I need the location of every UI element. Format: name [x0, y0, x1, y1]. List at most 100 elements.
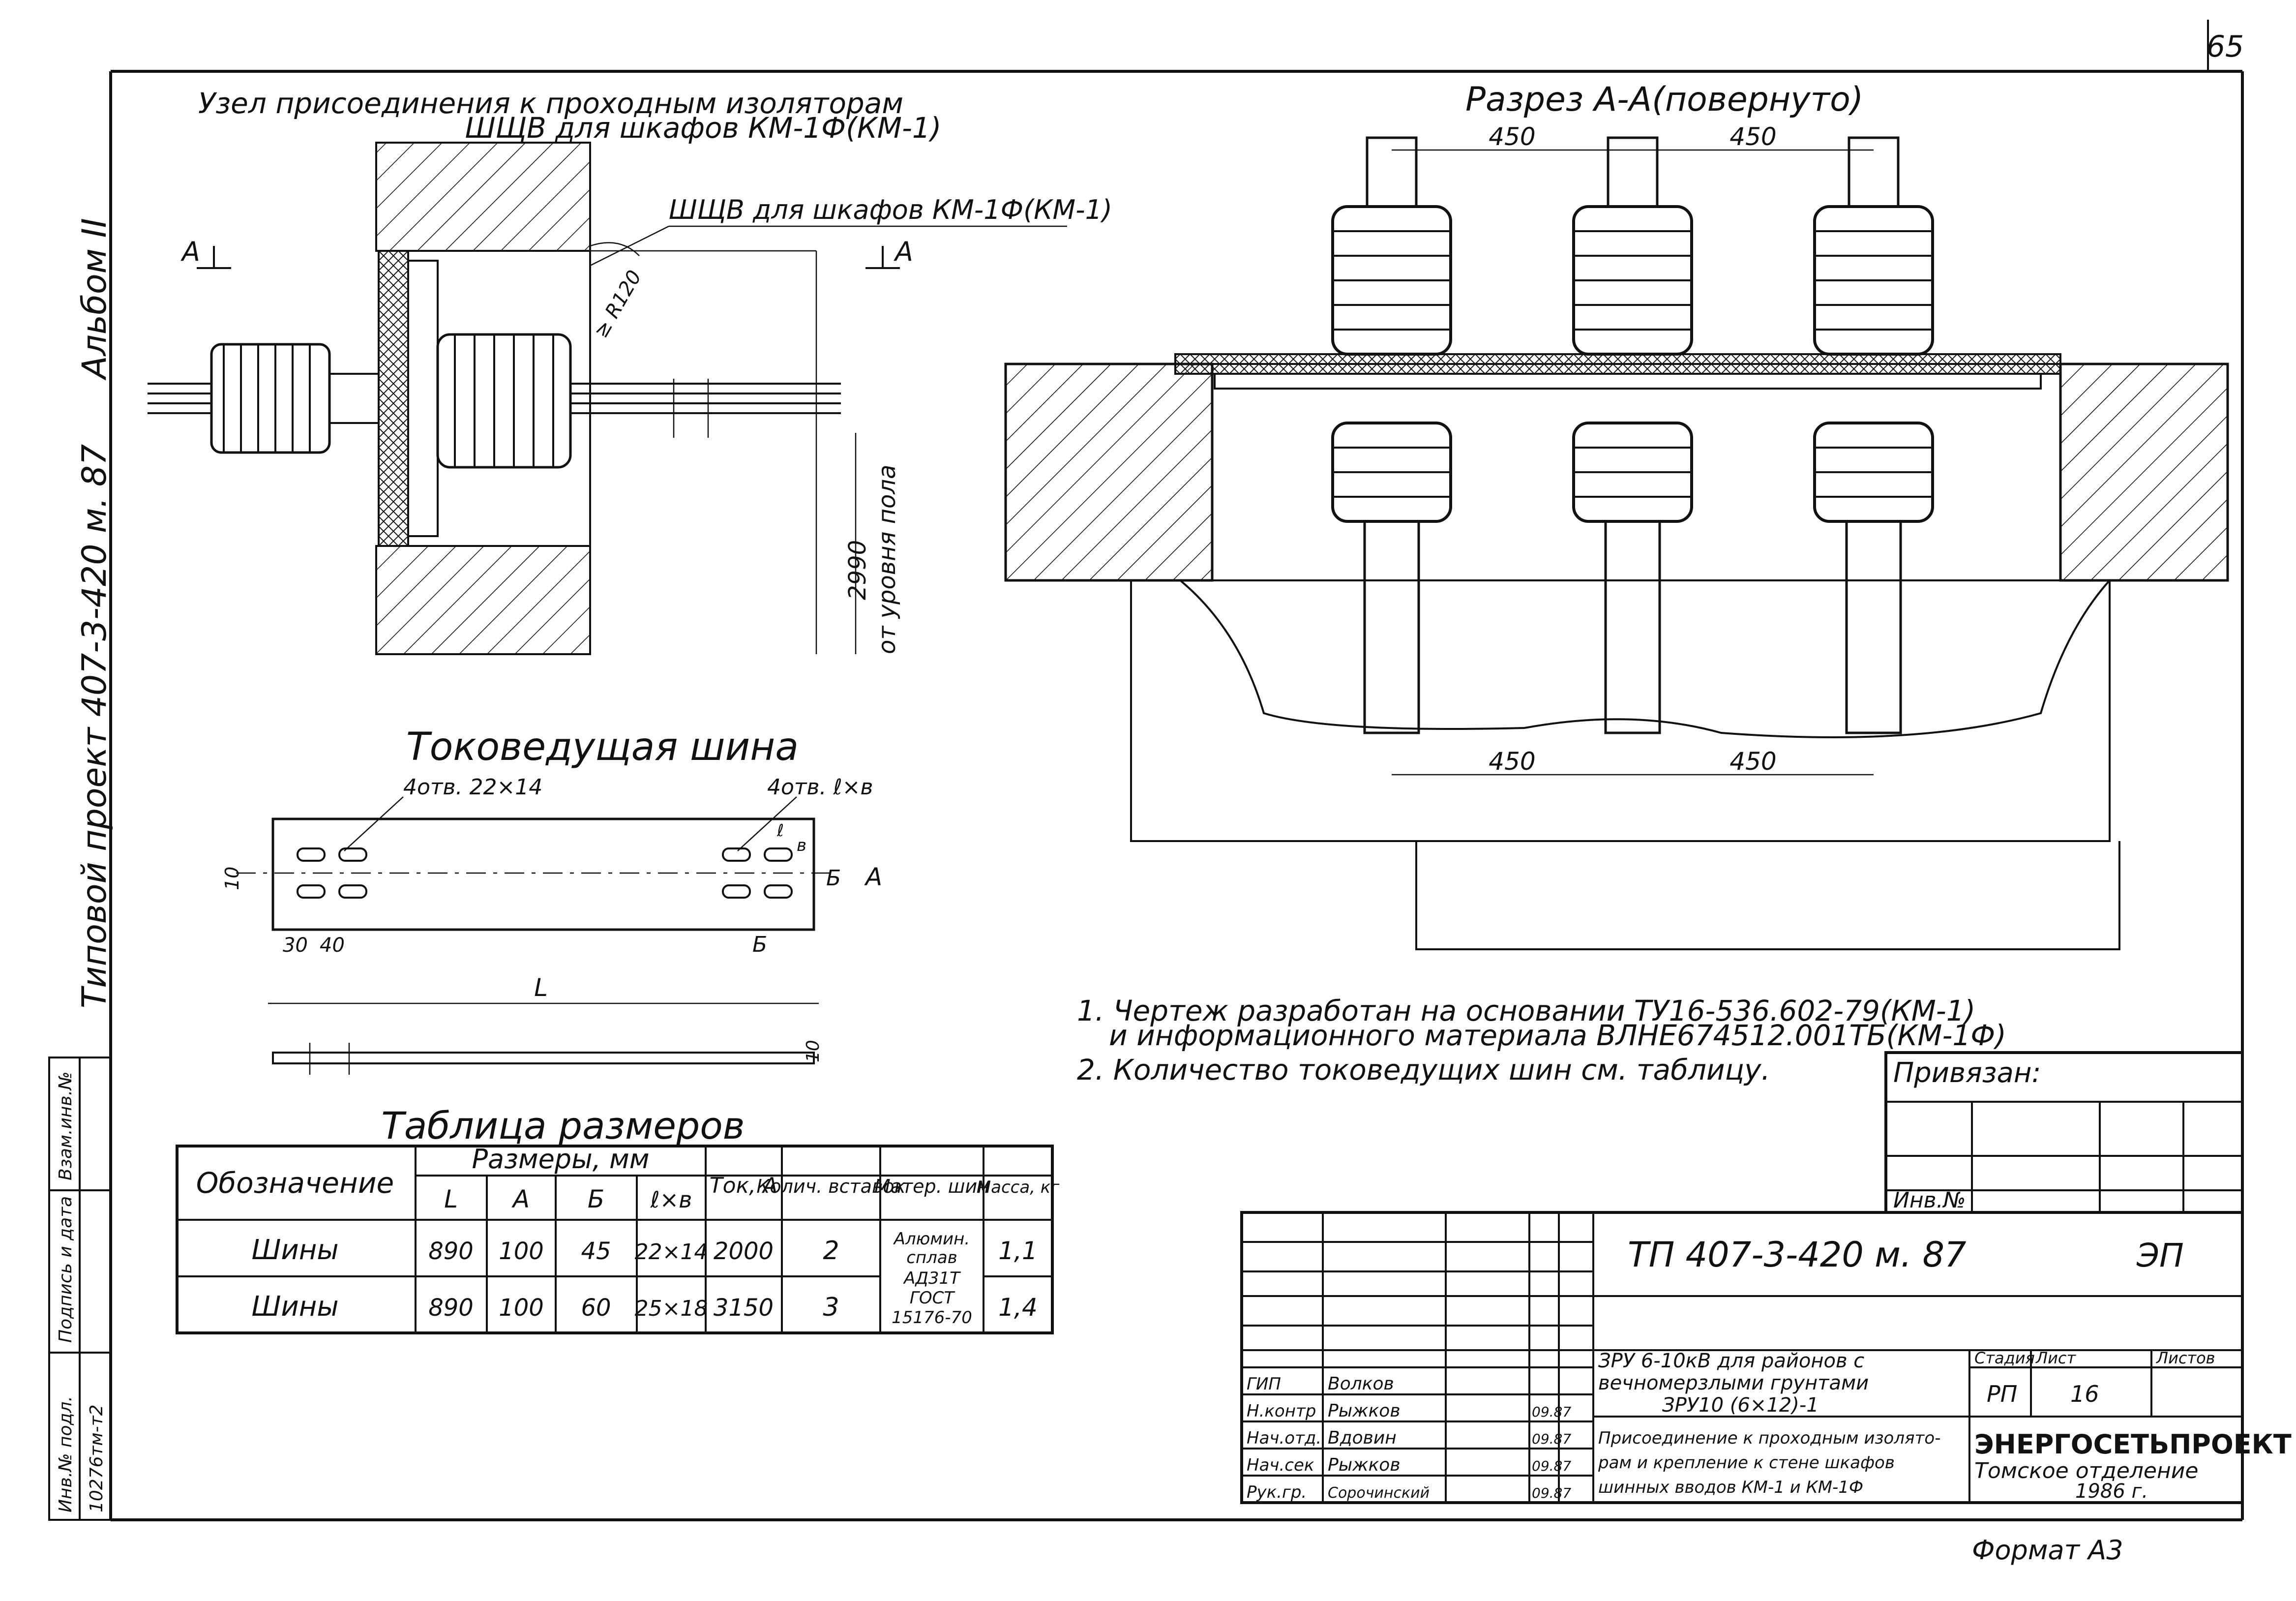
th-qty: Колич. вставок	[756, 1176, 905, 1197]
tb-org-branch: Томское отделение	[1974, 1458, 2198, 1483]
dim-bottom-2: 450	[1729, 747, 1776, 776]
holes-left-label: 4отв. 22×14	[403, 775, 542, 800]
privyazan-inv: Инв.№	[1893, 1188, 1966, 1213]
material-line-3: АД31Т	[903, 1269, 961, 1288]
dim-v: в	[797, 836, 806, 855]
section-aa: Разрез А-А(повернуто) 450 450	[1004, 80, 2229, 950]
material-line-2: сплав	[906, 1248, 957, 1268]
row2-l: 890	[428, 1294, 474, 1322]
note-1: 1. Чертеж разработан на основании ТУ16-5…	[1077, 994, 1975, 1027]
th-a: А	[511, 1185, 530, 1213]
dim-l: L	[534, 973, 548, 1002]
privyazan-block: Привязан: Инв.№	[1884, 1051, 2244, 1214]
node-title-1: Узел присоединения к проходным изолятора…	[198, 87, 903, 120]
phase-1	[1331, 136, 1452, 734]
dim-top-2: 450	[1729, 122, 1776, 151]
table-row-1: Шины 890 100 45 22×14 2000 2 1,1	[251, 1234, 1037, 1266]
row1-mass: 1,1	[998, 1237, 1038, 1265]
dimension-table: Таблица размеров Обозначение Размеры, мм…	[176, 1104, 1060, 1334]
row1-exb: 22×14	[635, 1239, 708, 1265]
stamp-cell-inv: Инв.№ подл.	[56, 1396, 76, 1512]
node-view: Узел присоединения к проходным изолятора…	[148, 87, 1112, 655]
tb-section: ЭП	[2136, 1237, 2184, 1274]
title-block: ТП 407-3-420 м. 87 ЭП ГИП Н.контр Нач.от…	[1240, 1211, 2292, 1504]
table-title: Таблица размеров	[381, 1104, 745, 1148]
row1-name: Шины	[251, 1234, 338, 1266]
row2-qty: 3	[823, 1293, 839, 1322]
tb-date-3: 09.87	[1532, 1431, 1571, 1447]
holes	[297, 847, 793, 899]
section-mark-left: А	[180, 236, 200, 267]
tb-role-5: Рук.гр.	[1247, 1482, 1307, 1502]
section-mark-right: А	[894, 236, 913, 267]
side-album-label: Альбом II	[75, 218, 114, 381]
dim-thickness: 10	[803, 1040, 823, 1062]
tb-role-2: Н.контр	[1247, 1401, 1316, 1421]
node-callout: ШЩВ для шкафов КМ-1Ф(КМ-1)	[669, 194, 1112, 225]
side-project-label: Типовой проект 407-3-420 м. 87	[75, 444, 114, 1008]
section-title: Разрез А-А(повернуто)	[1465, 80, 1863, 119]
dim-top-1: 450	[1489, 122, 1535, 151]
left-stamp: Взам.инв.№ Подпись и дата Инв.№ подл. 10…	[48, 218, 114, 1521]
row2-mass: 1,4	[998, 1293, 1038, 1322]
note-1-cont: и информационного материала ВЛНЕ674512.0…	[1109, 1019, 2006, 1052]
row1-current: 2000	[714, 1238, 774, 1265]
tb-code: ТП 407-3-420 м. 87	[1628, 1235, 1967, 1275]
dim-b-lower: Б	[752, 932, 767, 957]
tb-roles: ГИП Н.контр Нач.отд. Нач.сек Рук.гр. Вол…	[1247, 1374, 1571, 1502]
table-row-2: Шины 890 100 60 25×18 3150 3 1,4	[251, 1291, 1037, 1323]
tb-project-3: ЗРУ10 (6×12)-1	[1662, 1394, 1819, 1417]
dim-2990-note: от уровня пола	[873, 465, 901, 654]
tb-name-5: Сорочинский	[1328, 1484, 1430, 1502]
tb-role-1: ГИП	[1247, 1374, 1281, 1394]
insulator-right	[436, 333, 841, 469]
row2-current: 3150	[714, 1294, 774, 1322]
tb-project-1: ЗРУ 6-10кВ для районов с	[1598, 1350, 1864, 1372]
tb-sheet-name-1: Присоединение к проходным изолято-	[1598, 1428, 1940, 1448]
dim-10: 10	[221, 867, 243, 890]
dim-2990: 2990	[844, 540, 871, 600]
dim-a: А	[864, 863, 882, 891]
tb-date-2: 09.87	[1532, 1404, 1571, 1420]
format-label: Формат А3	[1972, 1535, 2123, 1566]
tb-sheets-label: Листов	[2156, 1349, 2215, 1367]
row1-a: 100	[499, 1238, 544, 1265]
page-number: 65	[2207, 30, 2244, 64]
tb-name-2: Рыжков	[1328, 1401, 1401, 1421]
th-mass: Масса, кг	[977, 1178, 1060, 1197]
th-l: L	[444, 1185, 458, 1213]
material-line-4: ГОСТ	[910, 1288, 955, 1308]
th-b: Б	[588, 1185, 604, 1213]
tb-sheet: 16	[2070, 1381, 2099, 1407]
tb-sheet-name-3: шинных вводов КМ-1 и КМ-1Ф	[1598, 1478, 1863, 1497]
th-material: Матер. шин	[874, 1176, 989, 1197]
tb-sheet-name-2: рам и крепление к стене шкафов	[1598, 1453, 1895, 1473]
tb-stage-label: Стадия	[1974, 1349, 2035, 1367]
row1-l: 890	[428, 1238, 474, 1265]
dim-e: ℓ	[776, 821, 784, 841]
tb-stage: РП	[1987, 1381, 2017, 1407]
material-cell: Алюмин. сплав АД31Т ГОСТ 15176-70	[892, 1229, 972, 1328]
privyazan-label: Привязан:	[1893, 1057, 2041, 1089]
material-line-1: Алюмин.	[893, 1229, 970, 1249]
node-title-2: ШЩВ для шкафов КМ-1Ф(КМ-1)	[465, 111, 942, 145]
notes: 1. Чертеж разработан на основании ТУ16-5…	[1077, 994, 2006, 1087]
tb-date-5: 09.87	[1532, 1485, 1571, 1501]
dim-bottom-1: 450	[1489, 747, 1535, 776]
dim-30: 30	[283, 934, 308, 957]
th-exb: ℓ×в	[650, 1186, 692, 1213]
tb-project-2: вечномерзлыми грунтами	[1598, 1372, 1869, 1394]
tb-role-4: Нач.сек	[1247, 1455, 1314, 1475]
tb-name-1: Волков	[1328, 1374, 1394, 1394]
busbar-view: Токоведущая шина 4отв. 22×14 4отв. ℓ×в 1…	[221, 725, 882, 1075]
tb-name-3: Вдовин	[1328, 1428, 1397, 1448]
tb-date-4: 09.87	[1532, 1458, 1571, 1474]
angle-note: ≥ R120	[590, 267, 646, 342]
stamp-cell-sign: Подпись и дата	[56, 1196, 76, 1343]
tb-year: 1986 г.	[2075, 1480, 2148, 1503]
row2-a: 100	[499, 1294, 544, 1322]
stamp-cell-replace: Взам.инв.№	[56, 1071, 76, 1180]
th-designation: Обозначение	[196, 1166, 394, 1200]
tb-org: ЭНЕРГОСЕТЬПРОЕКТ	[1974, 1429, 2292, 1460]
